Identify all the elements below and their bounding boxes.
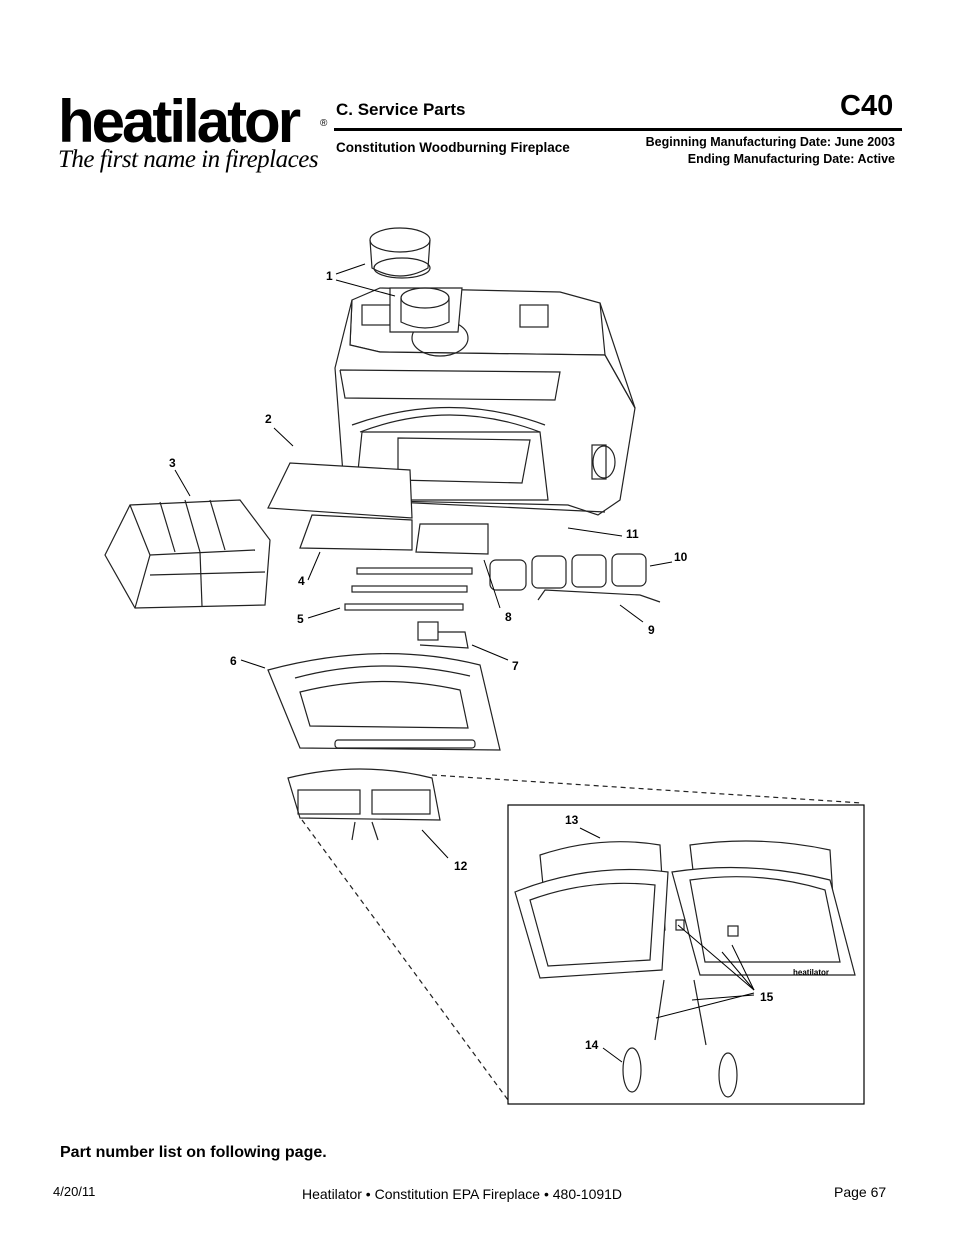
flue-collars — [369, 227, 463, 333]
page-code: C40 — [840, 90, 894, 122]
leader-lines — [174, 263, 755, 1063]
callout-10: 10 — [674, 550, 688, 564]
footer-date: 4/20/11 — [53, 1184, 96, 1199]
door-assembly — [287, 768, 441, 841]
inset-doors — [514, 840, 856, 979]
callout-12: 12 — [454, 859, 468, 873]
callout-15: 15 — [760, 990, 774, 1004]
handle-grips — [622, 1047, 738, 1098]
panel-4 — [299, 514, 413, 551]
insert-door-logo: heatilator — [793, 968, 829, 977]
panel-8 — [415, 523, 489, 555]
callout-3: 3 — [169, 456, 176, 470]
callout-1: 1 — [326, 269, 333, 283]
footer-document-id: Heatilator • Constitution EPA Fireplace … — [302, 1186, 623, 1202]
callout-6: 6 — [230, 654, 237, 668]
registered-mark: ® — [320, 118, 328, 129]
callout-4: 4 — [298, 574, 305, 588]
callout-9: 9 — [648, 623, 655, 637]
callout-13: 13 — [565, 813, 579, 827]
panel-2 — [267, 462, 413, 519]
rail-a — [356, 567, 473, 575]
blower-assembly — [489, 553, 647, 591]
header-rule — [334, 128, 902, 131]
logo-tagline: The first name in fireplaces — [58, 146, 319, 173]
firebox-body — [334, 287, 636, 516]
callout-11: 11 — [626, 527, 639, 541]
ending-date: Ending Manufacturing Date: Active — [687, 152, 895, 166]
callout-8: 8 — [505, 610, 512, 624]
product-subtitle: Constitution Woodburning Fireplace — [336, 140, 570, 155]
refractory-set — [104, 499, 271, 609]
section-title: C. Service Parts — [336, 100, 466, 119]
part-list-note: Part number list on following page. — [60, 1144, 327, 1161]
rail-c — [344, 603, 464, 611]
beginning-date: Beginning Manufacturing Date: June 2003 — [645, 135, 895, 149]
louver-panel — [267, 653, 501, 751]
heatilator-logo: heatilator — [58, 88, 301, 155]
callout-2: 2 — [265, 412, 272, 426]
callout-14: 14 — [585, 1038, 599, 1052]
switch-bracket — [417, 621, 469, 649]
rail-b — [351, 585, 468, 593]
handle-rods — [654, 979, 707, 1046]
footer-page-number: Page 67 — [834, 1184, 887, 1200]
wire-harness — [537, 589, 661, 603]
callout-5: 5 — [297, 612, 304, 626]
callout-7: 7 — [512, 659, 519, 673]
